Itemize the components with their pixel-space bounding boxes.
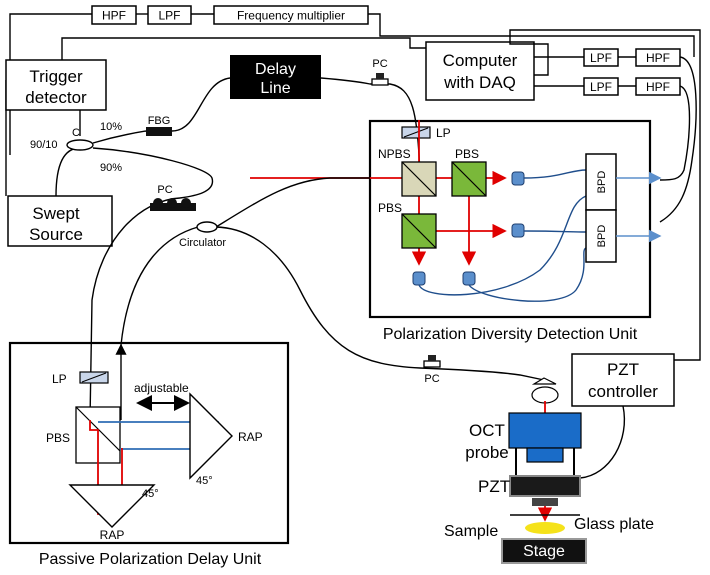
stage-label: Stage (523, 543, 565, 560)
lpf-box-r1 (583, 48, 619, 67)
npbs-label: NPBS (378, 147, 411, 161)
circulator (196, 221, 218, 233)
trigger-label-1: Trigger (29, 67, 83, 86)
fbg-label: FBG (148, 115, 171, 127)
swept-label-1: Swept (32, 204, 80, 223)
computer-daq: Computer with DAQ (425, 41, 535, 101)
swept-source: Swept Source (7, 195, 113, 247)
ratio-label: 90/10 (30, 139, 58, 151)
lpf-box-r2 (583, 77, 619, 96)
pbs-top-label: PBS (455, 147, 479, 161)
pc-mid: PC (150, 184, 196, 211)
hpf-r2-label: HPF (646, 80, 670, 94)
pzt-label-1: PZT (607, 360, 639, 379)
rap-bottom-label: RAP (100, 528, 125, 542)
sample-label: Sample (444, 523, 498, 540)
hpf-top-label: HPF (102, 9, 126, 23)
pc-top: PC (371, 58, 389, 86)
delay-label-2: Line (260, 80, 290, 97)
circulator-label: Circulator (179, 237, 226, 249)
pzt-label-2: controller (588, 382, 658, 401)
delay-unit-title: Passive Polarization Delay Unit (39, 551, 262, 568)
computer-label-1: Computer (443, 51, 518, 70)
oct-probe (501, 377, 587, 564)
glass-plate-label: Glass plate (574, 516, 654, 533)
lpf-r2-label: LPF (590, 80, 612, 94)
frequency-multiplier-box (213, 5, 369, 25)
fbg (146, 127, 172, 136)
hpf-r1-label: HPF (646, 51, 670, 65)
pc-bottom-label: PC (424, 373, 439, 385)
pc-top-label: PC (372, 58, 387, 70)
delay-line: Delay Line (230, 55, 321, 99)
computer-label-2: with DAQ (443, 73, 516, 92)
oct-label-1: OCT (469, 421, 505, 440)
rap-right-label: RAP (238, 430, 263, 444)
pc-mid-label: PC (157, 184, 172, 196)
lp-delay-label: LP (52, 372, 67, 386)
trigger-label-2: detector (25, 88, 87, 107)
adjustable-label: adjustable (134, 381, 189, 395)
pc-bottom: PC (423, 355, 441, 385)
trigger-detector: Trigger detector (5, 59, 107, 111)
lpf-top-label: LPF (158, 9, 180, 23)
pct90-label: 90% (100, 162, 122, 174)
coupler (66, 139, 94, 151)
lpf-box-top (147, 5, 192, 25)
bpd2-label: BPD (596, 225, 608, 248)
coupler-label: C (72, 127, 80, 139)
pzt-controller: PZT controller (571, 353, 675, 407)
delay-unit: LP adjustable PBS RAP 45° 45° RAP (8, 341, 290, 545)
deg45-bottom-label: 45° (142, 488, 159, 500)
bpd1-label: BPD (596, 171, 608, 194)
pct10-label: 10% (100, 121, 122, 133)
deg45-right-label: 45° (196, 475, 213, 487)
swept-label-2: Source (29, 225, 83, 244)
hpf-box-top (91, 5, 137, 25)
pzt-label: PZT (478, 477, 510, 496)
detection-unit-title: Polarization Diversity Detection Unit (383, 326, 638, 343)
pbs-left-label: PBS (378, 201, 402, 215)
delay-label-1: Delay (255, 61, 296, 78)
frequency-multiplier-label: Frequency multiplier (237, 9, 345, 23)
pbs-delay-label: PBS (46, 431, 70, 445)
lpf-r1-label: LPF (590, 51, 612, 65)
oct-label-2: probe (465, 443, 508, 462)
detection-unit: LP NPBS PBS PBS BPD BPD (250, 119, 662, 319)
top-filter-chain: HPF LPF Frequency multiplier (9, 5, 695, 70)
lp-detect-label: LP (436, 126, 451, 140)
